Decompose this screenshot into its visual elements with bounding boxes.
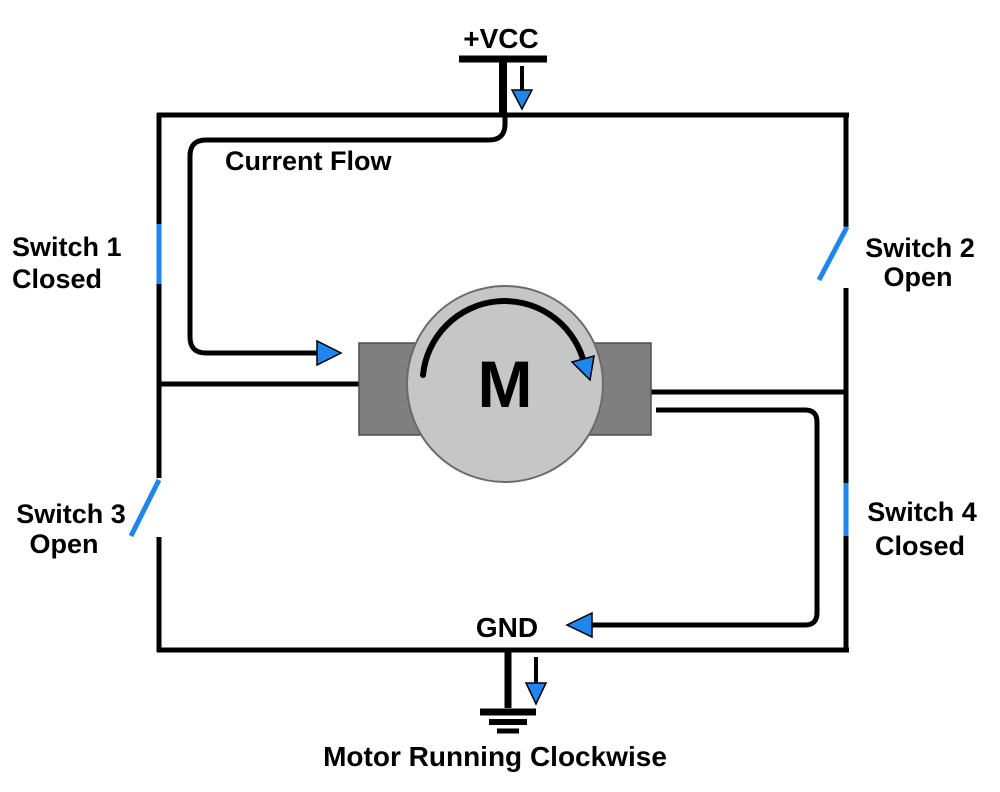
current-flow-label: Current Flow [225,146,392,176]
vcc-label: +VCC [463,23,538,54]
switch2-name: Switch 2 [865,233,975,263]
switch2-label: Switch 2 Open [865,233,975,292]
motor-body [406,285,604,483]
rotation-arrow-icon [570,354,595,382]
switch3-state: Open [29,529,98,559]
switch3-contact-open [128,478,162,538]
diagram-caption: Motor Running Clockwise [323,741,667,772]
switch1-name: Switch 1 [12,232,122,262]
vcc-current-arrow-icon [510,89,534,111]
gnd-label: GND [476,612,538,643]
rotation-arc [420,298,586,378]
switch2-contact-open [816,225,850,282]
switch1-label: Switch 1 Closed [12,232,122,294]
switch3-name: Switch 3 [16,499,126,529]
motor-letter: M [478,347,533,421]
switch4-label: Switch 4 Closed [867,497,977,561]
current-flow-path-out [592,407,820,628]
gnd-current-arrow-icon [524,682,548,706]
current-flow-path-in [187,117,508,356]
switch3-label: Switch 3 Open [16,499,126,559]
current-flow-arrow-out-icon [565,611,593,639]
switch4-name: Switch 4 [867,497,977,527]
switch2-state: Open [883,262,952,292]
switch4-state: Closed [875,531,965,561]
current-flow-arrow-in-icon [316,339,343,367]
switch1-state: Closed [12,264,102,294]
